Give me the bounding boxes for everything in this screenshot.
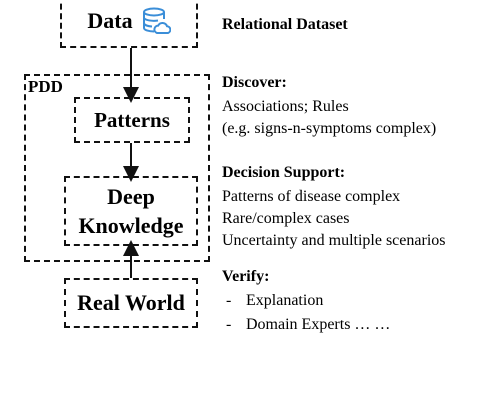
- verify-bullet-2: -: [226, 316, 232, 333]
- verify-title: Verify:: [222, 268, 270, 285]
- data-caption: Relational Dataset: [222, 16, 348, 33]
- patterns-node-label: Patterns: [94, 107, 170, 132]
- discover-title: Discover:: [222, 74, 287, 91]
- database-cloud-icon: [141, 6, 171, 36]
- pdd-group-box: [24, 74, 210, 262]
- pdd-group-label: PDD: [28, 77, 63, 96]
- deep-knowledge-node: Deep Knowledge: [64, 176, 198, 246]
- real-world-node: Real World: [64, 278, 198, 328]
- data-node-label: Data: [87, 8, 133, 33]
- deep-knowledge-label-line2: Knowledge: [78, 213, 184, 238]
- decision-support-line-3: Uncertainty and multiple scenarios: [222, 232, 446, 249]
- verify-item-1: Explanation: [246, 292, 324, 309]
- discover-line-1: Associations; Rules: [222, 98, 349, 115]
- deep-knowledge-label-line1: Deep: [107, 184, 155, 209]
- decision-support-line-1: Patterns of disease complex: [222, 188, 401, 205]
- decision-support-line-2: Rare/complex cases: [222, 210, 350, 227]
- verify-item-2: Domain Experts … …: [246, 316, 391, 333]
- real-world-node-label: Real World: [77, 290, 185, 315]
- decision-support-title: Decision Support:: [222, 164, 346, 181]
- data-node: Data: [60, 0, 198, 48]
- discover-line-2: (e.g. signs-n-symptoms complex): [222, 120, 437, 137]
- verify-bullet-1: -: [226, 292, 232, 309]
